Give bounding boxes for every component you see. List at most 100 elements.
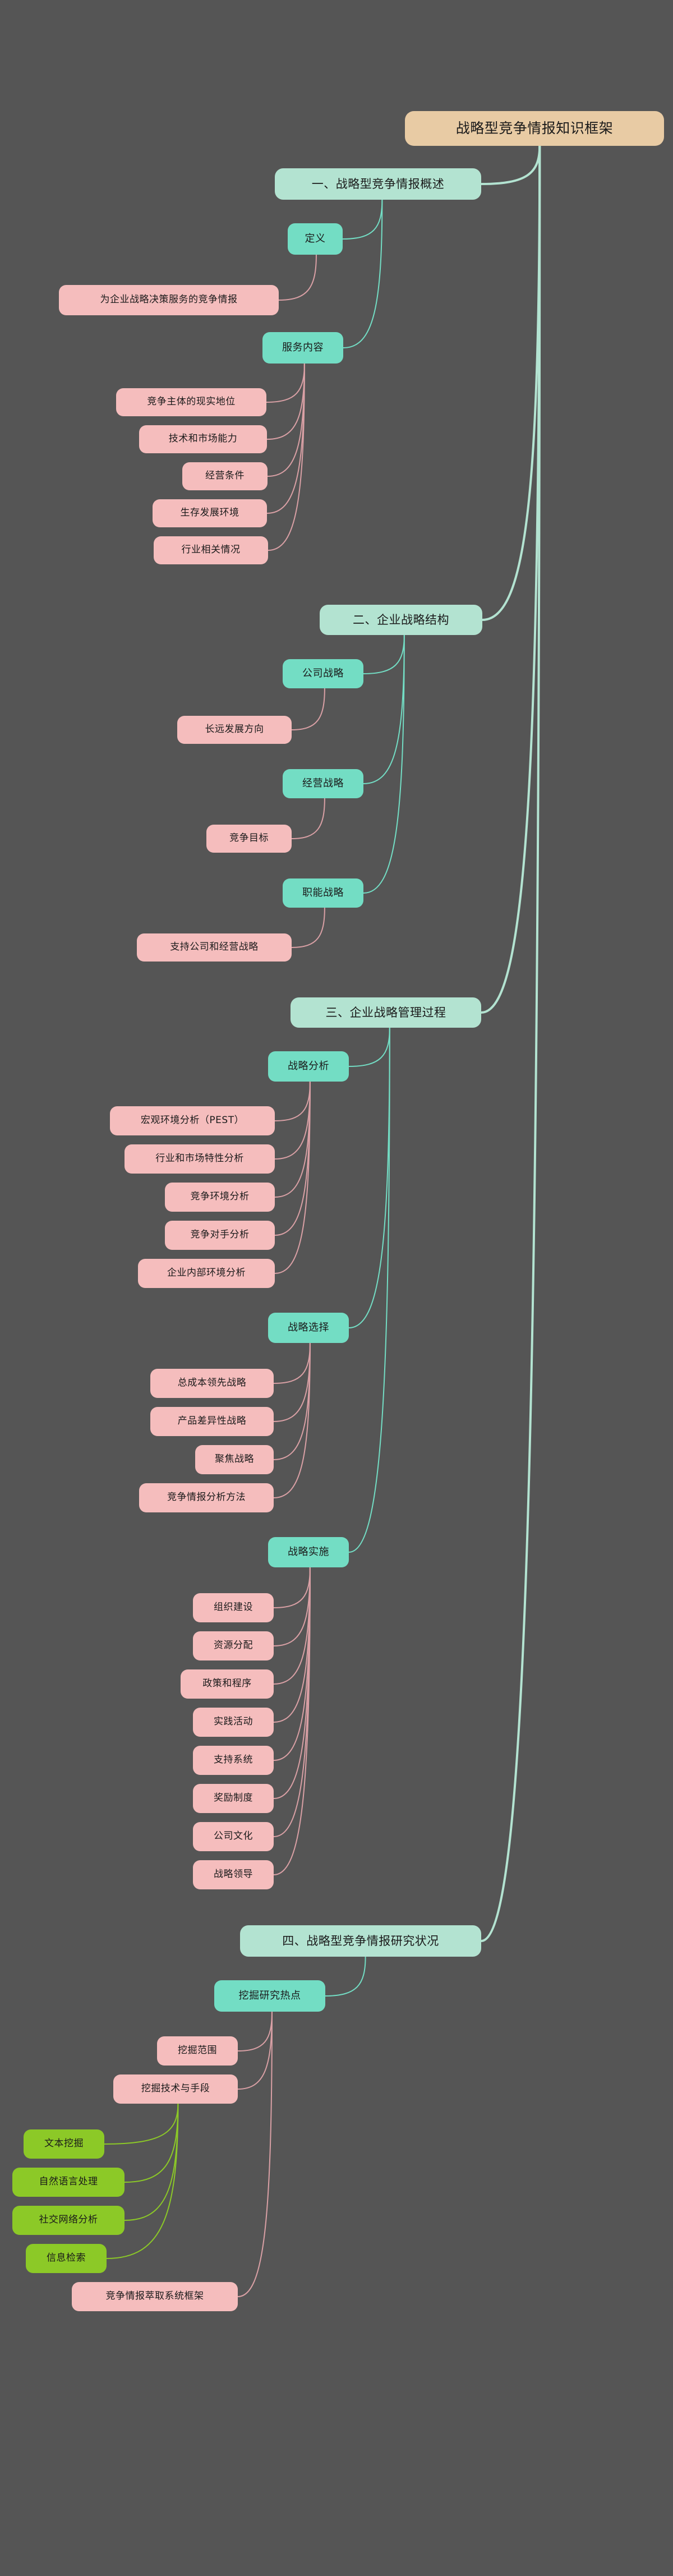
mindmap-node-s1c2[interactable]: 服务内容 xyxy=(262,332,343,364)
connector-s4c1b-to-s4c1b2 xyxy=(124,2103,179,2183)
mindmap-node-s4c1a[interactable]: 挖掘范围 xyxy=(157,2036,238,2066)
connector-s2c3-to-s2c3a xyxy=(291,907,325,948)
mindmap-node-s3c2a[interactable]: 总成本领先战略 xyxy=(150,1369,274,1398)
mindmap-node-s2c3a[interactable]: 支持公司和经营战略 xyxy=(137,933,292,962)
connector-s3c3-to-s3c3h xyxy=(273,1567,311,1875)
mindmap-node-label: 信息检索 xyxy=(47,2252,86,2264)
mindmap-node-label: 经营战略 xyxy=(302,777,344,789)
mindmap-node-label: 竞争目标 xyxy=(229,832,269,844)
mindmap-node-label: 服务内容 xyxy=(282,341,324,353)
mindmap-node-label: 战略领导 xyxy=(214,1869,253,1880)
mindmap-node-label: 竞争环境分析 xyxy=(190,1191,250,1203)
connector-s2-to-s2c1 xyxy=(363,634,405,674)
connector-s3-to-s3c2 xyxy=(348,1027,390,1328)
mindmap-node-label: 实践活动 xyxy=(214,1716,253,1728)
mindmap-node-s1c2d[interactable]: 生存发展环境 xyxy=(153,499,267,527)
mindmap-node-s3[interactable]: 三、企业战略管理过程 xyxy=(291,997,481,1028)
mindmap-node-s1c2a[interactable]: 竞争主体的现实地位 xyxy=(116,388,266,416)
mindmap-node-s3c3a[interactable]: 组织建设 xyxy=(193,1593,274,1622)
mindmap-node-label: 支持公司和经营战略 xyxy=(170,941,259,953)
mindmap-node-s3c3d[interactable]: 实践活动 xyxy=(193,1708,274,1737)
mindmap-node-label: 一、战略型竞争情报概述 xyxy=(311,177,445,191)
mindmap-node-s4c1b4[interactable]: 信息检索 xyxy=(26,2244,107,2273)
mindmap-node-s4c1b1[interactable]: 文本挖掘 xyxy=(24,2129,104,2159)
connector-root-to-s2 xyxy=(481,145,541,621)
connector-s3c3-to-s3c3b xyxy=(273,1567,311,1646)
connector-s3-to-s3c1 xyxy=(348,1027,390,1067)
mindmap-node-s2c2[interactable]: 经营战略 xyxy=(283,769,363,798)
mindmap-node-label: 挖掘技术与手段 xyxy=(141,2083,210,2095)
mindmap-node-label: 公司战略 xyxy=(302,667,344,679)
mindmap-node-s2c1[interactable]: 公司战略 xyxy=(283,659,363,688)
mindmap-node-s1c1[interactable]: 定义 xyxy=(288,223,343,255)
mindmap-node-label: 文本挖掘 xyxy=(44,2138,84,2150)
mindmap-node-label: 四、战略型竞争情报研究状况 xyxy=(282,1934,439,1948)
connector-s3c1-to-s3c1e xyxy=(274,1081,311,1274)
mindmap-node-s3c3g[interactable]: 公司文化 xyxy=(193,1822,274,1851)
mindmap-node-s3c3c[interactable]: 政策和程序 xyxy=(181,1669,274,1699)
mindmap-node-s1c2c[interactable]: 经营条件 xyxy=(182,462,268,490)
mindmap-node-s1[interactable]: 一、战略型竞争情报概述 xyxy=(275,168,481,200)
mindmap-node-s3c1d[interactable]: 竞争对手分析 xyxy=(165,1221,275,1250)
mindmap-node-s4c1b3[interactable]: 社交网络分析 xyxy=(12,2206,125,2235)
mindmap-node-s3c3b[interactable]: 资源分配 xyxy=(193,1631,274,1660)
connector-s3c2-to-s3c2c xyxy=(273,1342,311,1460)
mindmap-node-s3c1c[interactable]: 竞争环境分析 xyxy=(165,1183,275,1212)
mindmap-node-label: 宏观环境分析（PEST） xyxy=(140,1115,245,1126)
mindmap-node-s3c3e[interactable]: 支持系统 xyxy=(193,1746,274,1775)
connector-s4c1b-to-s4c1b1 xyxy=(104,2103,179,2145)
connector-s1c1-to-s1c1a xyxy=(278,254,317,301)
connector-s1c2-to-s1c2d xyxy=(266,363,305,514)
mindmap-node-s3c1e[interactable]: 企业内部环境分析 xyxy=(138,1259,275,1288)
connector-s3c3-to-s3c3c xyxy=(273,1567,311,1685)
connector-s4-to-s4c1 xyxy=(325,1956,366,1997)
mindmap-node-root[interactable]: 战略型竞争情报知识框架 xyxy=(405,111,664,146)
mindmap-node-s3c3[interactable]: 战略实施 xyxy=(268,1537,349,1567)
mindmap-node-label: 聚焦战略 xyxy=(215,1453,254,1465)
mindmap-node-label: 定义 xyxy=(305,232,326,245)
connector-s3c1-to-s3c1b xyxy=(274,1081,311,1160)
mindmap-node-s3c1b[interactable]: 行业和市场特性分析 xyxy=(125,1144,275,1174)
connector-s1-to-s1c2 xyxy=(343,199,383,348)
connector-s3c3-to-s3c3e xyxy=(273,1567,311,1761)
connector-s3-to-s3c3 xyxy=(348,1027,390,1553)
mindmap-node-s1c2b[interactable]: 技术和市场能力 xyxy=(139,425,267,453)
connector-s1c2-to-s1c2c xyxy=(267,363,305,477)
connector-s2-to-s2c3 xyxy=(363,634,405,894)
connector-s1c2-to-s1c2e xyxy=(268,363,305,551)
mindmap-node-s1c2e[interactable]: 行业相关情况 xyxy=(154,536,268,564)
mindmap-node-s4c1b[interactable]: 挖掘技术与手段 xyxy=(113,2074,238,2104)
connector-s2-to-s2c2 xyxy=(363,634,405,784)
mindmap-node-s2c3[interactable]: 职能战略 xyxy=(283,878,363,908)
mindmap-node-s3c3f[interactable]: 奖励制度 xyxy=(193,1784,274,1813)
mindmap-node-s2[interactable]: 二、企业战略结构 xyxy=(320,605,482,635)
mindmap-node-s3c2c[interactable]: 聚焦战略 xyxy=(195,1445,274,1474)
mindmap-node-s3c2d[interactable]: 竞争情报分析方法 xyxy=(139,1483,274,1512)
connector-s4c1-to-s4c1a xyxy=(237,2011,273,2051)
mindmap-node-label: 战略分析 xyxy=(288,1060,329,1072)
mindmap-node-s4c1b2[interactable]: 自然语言处理 xyxy=(12,2168,125,2197)
mindmap-node-label: 自然语言处理 xyxy=(39,2176,98,2188)
connector-s1-to-s1c1 xyxy=(342,199,383,240)
connector-s4c1-to-s4c1b xyxy=(237,2011,273,2090)
mindmap-node-s3c1[interactable]: 战略分析 xyxy=(268,1051,349,1082)
mindmap-node-label: 总成本领先战略 xyxy=(177,1377,247,1389)
mindmap-node-s3c1a[interactable]: 宏观环境分析（PEST） xyxy=(110,1106,275,1135)
mindmap-node-label: 社交网络分析 xyxy=(39,2214,98,2226)
mindmap-node-label: 政策和程序 xyxy=(202,1678,252,1690)
connector-s3c3-to-s3c3a xyxy=(273,1567,311,1608)
mindmap-node-label: 挖掘范围 xyxy=(178,2045,217,2057)
mindmap-node-s3c2b[interactable]: 产品差异性战略 xyxy=(150,1407,274,1436)
mindmap-node-s2c2a[interactable]: 竞争目标 xyxy=(206,825,292,853)
mindmap-node-s2c1a[interactable]: 长远发展方向 xyxy=(177,716,292,744)
mindmap-node-s4c1[interactable]: 挖掘研究热点 xyxy=(214,1980,325,2012)
mindmap-node-label: 战略型竞争情报知识框架 xyxy=(455,119,614,136)
mindmap-node-label: 长远发展方向 xyxy=(205,724,264,735)
mindmap-node-s3c3h[interactable]: 战略领导 xyxy=(193,1860,274,1889)
mindmap-node-s4c1c[interactable]: 竞争情报萃取系统框架 xyxy=(72,2282,238,2311)
mindmap-node-s3c2[interactable]: 战略选择 xyxy=(268,1313,349,1343)
mindmap-node-label: 组织建设 xyxy=(214,1602,253,1613)
mindmap-node-s4[interactable]: 四、战略型竞争情报研究状况 xyxy=(240,1925,481,1957)
mindmap-node-s1c1a[interactable]: 为企业战略决策服务的竞争情报 xyxy=(59,285,279,315)
